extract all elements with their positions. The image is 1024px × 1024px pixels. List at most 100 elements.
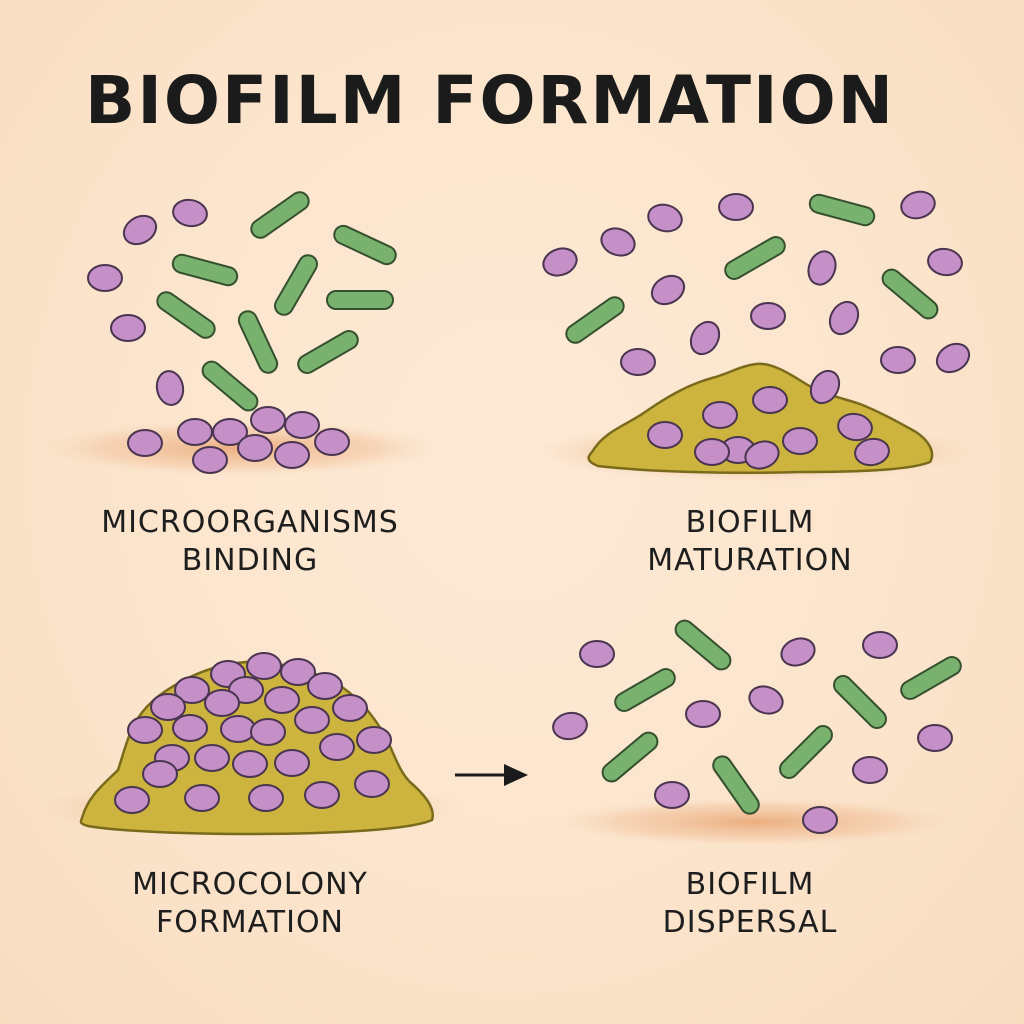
rod-bacterium-icon — [237, 310, 279, 374]
coccus-cell-icon — [927, 247, 963, 277]
coccus-cell-icon — [127, 429, 163, 457]
coccus-cell-icon — [307, 672, 343, 700]
coccus-cell-icon — [194, 744, 230, 772]
coccus-cell-icon — [192, 446, 228, 474]
rod-bacterium-icon — [833, 675, 887, 729]
coccus-cell-icon — [620, 348, 656, 376]
coccus-cell-icon — [650, 274, 686, 306]
coccus-cell-icon — [828, 300, 860, 336]
stage-label-line: BIOFILM — [685, 505, 815, 540]
coccus-cell-icon — [110, 314, 146, 342]
coccus-cell-icon — [212, 418, 248, 446]
coccus-cell-icon — [685, 700, 721, 728]
coccus-cell-icon — [172, 714, 208, 742]
coccus-cell-icon — [748, 685, 784, 715]
cells-layer — [87, 190, 971, 834]
coccus-cell-icon — [744, 440, 780, 470]
rod-bacterium-icon — [201, 360, 259, 412]
coccus-cell-icon — [232, 750, 268, 778]
coccus-cell-icon — [600, 227, 636, 257]
coccus-cell-icon — [552, 711, 588, 741]
coccus-cell-icon — [314, 428, 350, 456]
coccus-cell-icon — [250, 406, 286, 434]
coccus-cell-icon — [150, 693, 186, 721]
coccus-cell-icon — [274, 749, 310, 777]
coccus-cell-icon — [689, 320, 721, 356]
coccus-cell-icon — [852, 756, 888, 784]
coccus-cell-icon — [319, 733, 355, 761]
coccus-cell-icon — [579, 640, 615, 668]
coccus-cell-icon — [917, 724, 953, 752]
coccus-cell-icon — [862, 631, 898, 659]
stage-label-dispersal: BIOFILM DISPERSAL — [540, 866, 960, 942]
coccus-cell-icon — [900, 190, 936, 220]
coccus-cell-icon — [750, 302, 786, 330]
coccus-cell-icon — [647, 421, 683, 449]
stage-label-binding: MICROORGANISMS BINDING — [40, 504, 460, 580]
rod-bacterium-icon — [565, 296, 625, 344]
rod-bacterium-icon — [250, 191, 310, 239]
coccus-cell-icon — [880, 346, 916, 374]
coccus-cell-icon — [780, 637, 816, 667]
rod-bacterium-icon — [171, 253, 239, 287]
stage-label-line: FORMATION — [155, 905, 345, 940]
coccus-cell-icon — [935, 342, 971, 374]
rod-bacterium-icon — [900, 656, 962, 700]
coccus-cell-icon — [807, 250, 837, 286]
coccus-cell-icon — [248, 784, 284, 812]
coccus-cell-icon — [356, 726, 392, 754]
stage-label-maturation: BIOFILM MATURATION — [540, 504, 960, 580]
rod-bacterium-icon — [614, 668, 676, 712]
coccus-cell-icon — [274, 441, 310, 469]
coccus-cell-icon — [122, 214, 158, 246]
coccus-cell-icon — [332, 694, 368, 722]
rod-bacterium-icon — [779, 725, 833, 779]
coccus-cell-icon — [752, 386, 788, 414]
rod-bacterium-icon — [808, 193, 876, 227]
rod-bacterium-icon — [274, 254, 318, 316]
coccus-cell-icon — [87, 264, 123, 292]
coccus-cell-icon — [284, 411, 320, 439]
rod-bacterium-icon — [712, 755, 760, 815]
coccus-cell-icon — [647, 203, 683, 233]
page-title: BIOFILM FORMATION — [85, 62, 895, 139]
coccus-cell-icon — [294, 706, 330, 734]
surface-dispersal — [555, 798, 955, 846]
coccus-cell-icon — [177, 418, 213, 446]
rod-bacterium-icon — [333, 224, 397, 266]
coccus-cell-icon — [304, 781, 340, 809]
rod-bacterium-icon — [156, 291, 216, 339]
coccus-cell-icon — [184, 784, 220, 812]
coccus-cell-icon — [246, 652, 282, 680]
stage-label-line: MICROCOLONY — [132, 867, 368, 902]
coccus-cell-icon — [174, 676, 210, 704]
rod-bacterium-icon — [724, 236, 786, 280]
coccus-cell-icon — [142, 760, 178, 788]
stage-label-microcolony: MICROCOLONY FORMATION — [40, 866, 460, 942]
right-arrow-icon — [455, 764, 528, 786]
rod-bacterium-icon — [297, 330, 359, 374]
coccus-cell-icon — [354, 770, 390, 798]
coccus-cell-icon — [264, 686, 300, 714]
rod-bacterium-icon — [674, 619, 732, 671]
coccus-cell-icon — [220, 715, 256, 743]
coccus-cell-icon — [718, 193, 754, 221]
coccus-cell-icon — [114, 786, 150, 814]
stage-label-line: MICROORGANISMS — [101, 505, 399, 540]
coccus-cell-icon — [654, 781, 690, 809]
coccus-cell-icon — [782, 427, 818, 455]
stage-label-line: DISPERSAL — [662, 905, 838, 940]
coccus-cell-icon — [155, 370, 185, 406]
coccus-cell-icon — [250, 718, 286, 746]
coccus-cell-icon — [837, 412, 873, 442]
coccus-cell-icon — [280, 658, 316, 686]
rod-bacterium-icon — [881, 268, 939, 320]
rod-bacterium-icon — [601, 731, 659, 783]
stage-label-line: MATURATION — [647, 543, 853, 578]
coccus-cell-icon — [204, 689, 240, 717]
stage-label-line: BINDING — [181, 543, 319, 578]
coccus-cell-icon — [542, 247, 578, 277]
coccus-cell-icon — [237, 434, 273, 462]
coccus-cell-icon — [702, 401, 738, 429]
